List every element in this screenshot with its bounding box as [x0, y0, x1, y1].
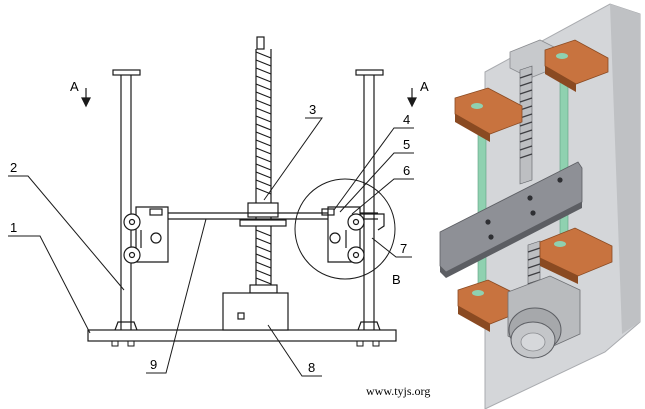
label-5: 5: [403, 137, 410, 152]
section-arrow-left: [81, 88, 91, 108]
bracket-bottom-left: [457, 279, 521, 332]
label-7: 7: [400, 241, 407, 256]
detail-label-b: B: [392, 272, 401, 287]
right-guide-rod: [355, 69, 384, 331]
label-8: 8: [308, 360, 315, 375]
section-label-left: A: [70, 79, 79, 94]
drive-motor: [222, 284, 289, 331]
leader-9: [146, 218, 207, 374]
screw-nut: [247, 202, 279, 218]
label-6: 6: [403, 163, 410, 178]
watermark: www.tyjs.org: [366, 384, 430, 398]
leader-8: [267, 324, 322, 377]
label-1: 1: [10, 220, 17, 235]
panel-edge: [610, 4, 640, 334]
left-guide-rod: [112, 69, 141, 331]
lifting-plate-3d: [439, 161, 583, 278]
detail-circle-b: [294, 178, 396, 280]
leader-6: [351, 178, 414, 215]
label-2: 2: [10, 160, 17, 175]
nut-flange: [239, 219, 287, 227]
leader-2: [8, 175, 125, 291]
left-roller-carriage: [123, 206, 169, 264]
base-plate: [87, 329, 397, 342]
base-feet: [111, 340, 380, 347]
leader-lines: [8, 117, 414, 377]
leader-7: [371, 237, 412, 258]
technical-drawing: [8, 36, 417, 377]
bracket-top-right: [544, 39, 609, 92]
right-roller-carriage: [321, 206, 385, 264]
motor-3d: [507, 275, 581, 359]
section-label-right: A: [420, 79, 429, 94]
label-4: 4: [403, 112, 410, 127]
label-9: 9: [150, 357, 157, 372]
leader-4: [333, 127, 414, 211]
bracket-bottom-right: [539, 227, 613, 284]
screw-thread: [255, 51, 272, 285]
section-arrow-right: [407, 88, 417, 108]
lead-screw: [255, 36, 272, 290]
leader-1: [8, 235, 91, 334]
leader-3: [263, 117, 323, 201]
label-3: 3: [309, 102, 316, 117]
render-3d: [439, 3, 641, 409]
bracket-top-left: [454, 87, 523, 142]
leader-5: [339, 152, 414, 213]
part-labels: 1 2 3 4 5 6 7 8 9 A A B: [10, 79, 429, 375]
